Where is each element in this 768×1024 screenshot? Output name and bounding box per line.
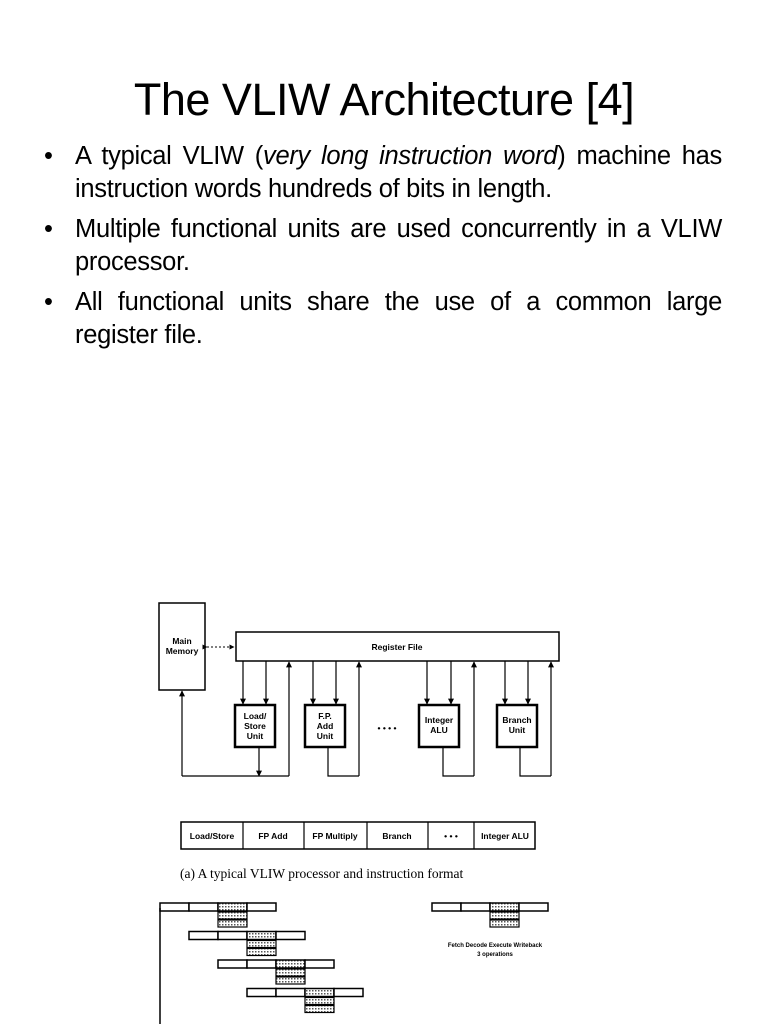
pipeline-diagram — [159, 902, 364, 1014]
pipeline-stage — [246, 959, 277, 969]
unit-label: Add — [317, 721, 334, 731]
pipeline-stage — [246, 987, 277, 998]
pipeline-stage — [246, 930, 277, 941]
pipeline-stage — [188, 930, 219, 941]
format-field: FP Multiply — [312, 831, 357, 841]
pipeline-execute-op — [275, 976, 306, 985]
register-file-block: Register File — [235, 631, 560, 662]
unit-load-store: Load/ Store Unit — [233, 703, 277, 749]
pipeline-stage — [275, 930, 306, 941]
unit-label: Integer — [425, 715, 454, 725]
unit-label: Unit — [317, 731, 334, 741]
pipeline-stage — [217, 959, 248, 969]
format-field: FP Add — [258, 831, 287, 841]
format-field: • • • — [444, 831, 458, 841]
main-memory-block: Main Memory — [158, 602, 206, 691]
bullet-text: All functional units share the use of a … — [75, 288, 722, 349]
pipeline-legend — [431, 902, 549, 928]
unit-label: Unit — [509, 725, 526, 735]
pipeline-execute-op — [246, 947, 277, 957]
pipeline-stage — [275, 987, 306, 998]
format-field: Branch — [382, 831, 411, 841]
pipeline-stage — [275, 959, 306, 969]
pipeline-execute-op — [246, 939, 277, 949]
units-ellipsis: • • • • — [378, 723, 397, 733]
pipeline-instruction — [188, 930, 306, 957]
main-memory-label-1: Main — [172, 636, 191, 646]
bullet-list: • A typical VLIW (very long instruction … — [44, 140, 722, 359]
bullet-text-italic: very long instruction word — [263, 142, 558, 170]
unit-integer-alu: Integer ALU — [417, 703, 461, 749]
format-field: Load/Store — [190, 831, 235, 841]
bullet-dot-icon: • — [44, 142, 53, 170]
slide-title: The VLIW Architecture [4] — [133, 74, 635, 126]
legend-stage — [431, 902, 462, 912]
unit-label: Unit — [247, 731, 264, 741]
unit-label: Branch — [502, 715, 531, 725]
bullet-dot-icon: • — [44, 215, 53, 243]
main-memory-label-2: Memory — [166, 646, 199, 656]
pipeline-stage — [217, 930, 248, 941]
pipeline-stage — [333, 987, 364, 998]
pipeline-instruction — [246, 987, 364, 1014]
bullet-item: • Multiple functional units are used con… — [44, 213, 722, 279]
pipeline-stage — [188, 902, 219, 912]
legend-stage — [460, 902, 491, 912]
unit-label: Load/ — [244, 711, 267, 721]
legend-execute-op — [489, 919, 520, 928]
pipeline-execute-op — [217, 919, 248, 928]
unit-fp-add: F.P. Add Unit — [303, 703, 347, 749]
bullet-text-post: ) machine has instruction words hundreds… — [75, 142, 723, 203]
legend-note: 3 operations — [477, 952, 513, 958]
pipeline-execute-op — [217, 911, 248, 920]
figure-caption-a: (a) A typical VLIW processor and instruc… — [180, 866, 464, 881]
legend-stages: Fetch Decode Execute Writeback — [448, 943, 543, 949]
pipeline-execute-op — [304, 1004, 335, 1014]
bullet-text: Multiple functional units are used concu… — [75, 215, 722, 276]
pipeline-execute-op — [304, 996, 335, 1006]
pipeline-instruction — [159, 902, 277, 928]
pipeline-stage — [246, 902, 277, 912]
pipeline-stage — [159, 902, 190, 912]
register-file-label: Register File — [371, 642, 422, 652]
legend-stage — [489, 902, 520, 912]
unit-branch: Branch Unit — [495, 703, 539, 749]
pipeline-stage — [304, 959, 335, 969]
unit-label: ALU — [430, 725, 447, 735]
format-field: Integer ALU — [481, 831, 529, 841]
bullet-item: • All functional units share the use of … — [44, 286, 722, 352]
instruction-format: Load/Store FP Add FP Multiply Branch • •… — [180, 821, 536, 850]
bullet-dot-icon: • — [44, 288, 53, 316]
datapath-wires — [179, 661, 554, 777]
legend-stage — [518, 902, 549, 912]
legend-execute-op — [489, 911, 520, 920]
pipeline-instruction — [217, 959, 335, 985]
unit-label: Store — [244, 721, 266, 731]
pipeline-stage — [304, 987, 335, 998]
bullet-text-pre: A typical VLIW ( — [75, 142, 264, 170]
pipeline-stage — [217, 902, 248, 912]
pipeline-execute-op — [275, 968, 306, 977]
bullet-item: • A typical VLIW (very long instruction … — [44, 140, 722, 206]
unit-label: F.P. — [318, 711, 332, 721]
